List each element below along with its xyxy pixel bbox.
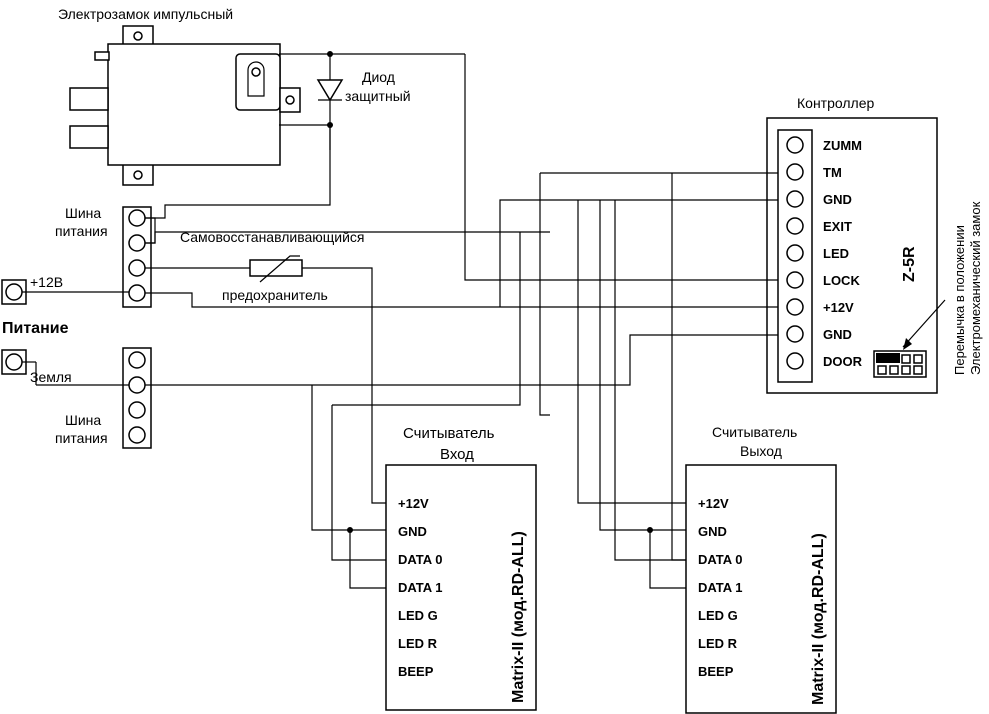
controller-pin-label: TM: [823, 165, 842, 180]
reader-out-model: Matrix-II (мод.RD-ALL): [810, 533, 827, 705]
controller-jumper: [873, 299, 946, 378]
reader-in-pin-label: BEEP: [398, 664, 434, 679]
controller-pin-label: GND: [823, 327, 852, 342]
reader-out-pins: +12V GND DATA 0 DATA 1 LED G LED R BEEP: [698, 496, 743, 679]
electro-lock: [69, 25, 301, 186]
reader-in-pin-label: DATA 0: [398, 552, 443, 567]
jumper-note-1: Перемычка в положении: [952, 225, 967, 375]
diode-label-2: защитный: [345, 88, 411, 104]
bus-bottom-label-2: питания: [55, 430, 108, 446]
resettable-fuse: [249, 255, 303, 283]
ground-label: Земля: [30, 369, 72, 385]
terminal-ground: [1, 349, 27, 375]
controller-pin-label: +12V: [823, 300, 854, 315]
controller-pin-label: LED: [823, 246, 849, 261]
reader-out-title-2: Выход: [740, 443, 782, 459]
controller-pin-terminal: [786, 136, 804, 154]
controller-pin-terminal: [786, 190, 804, 208]
controller-pin-label: LOCK: [823, 273, 860, 288]
controller-pin-terminal: [786, 271, 804, 289]
power-bus-bottom: [122, 347, 152, 449]
plus12-label: +12В: [30, 274, 63, 290]
controller-pin-terminal: [786, 325, 804, 343]
lock-title: Электрозамок импульсный: [58, 6, 233, 22]
bus-top-label-1: Шина: [65, 205, 101, 221]
controller-pins: ZUMM TM GND EXIT LED LOCK +12V GND DOOR: [786, 136, 863, 370]
fuse-label-2: предохранитель: [222, 287, 328, 303]
reader-out-pin-label: GND: [698, 524, 727, 539]
controller-pin-label: ZUMM: [823, 138, 862, 153]
reader-in-pin-label: GND: [398, 524, 427, 539]
fuse-label-1: Самовосстанавливающийся: [180, 229, 365, 245]
power-bus-top: [122, 206, 152, 308]
bus-top-label-2: питания: [55, 223, 108, 239]
controller-pin-label: DOOR: [823, 354, 863, 369]
reader-in-pin-label: +12V: [398, 496, 429, 511]
bus-bottom-label-1: Шина: [65, 412, 101, 428]
controller-pin-terminal: [786, 217, 804, 235]
power-title: Питание: [2, 320, 69, 337]
controller-pin-terminal: [786, 352, 804, 370]
reader-out-pin-label: BEEP: [698, 664, 734, 679]
controller-model: Z-5R: [901, 246, 918, 282]
reader-in-title-2: Вход: [440, 446, 474, 463]
controller-title: Контроллер: [797, 95, 874, 111]
reader-out-title-1: Считыватель: [712, 424, 797, 440]
reader-out: [685, 464, 837, 714]
controller-pin-label: GND: [823, 192, 852, 207]
reader-out-pin-label: LED G: [698, 608, 738, 623]
controller-pin-terminal: [786, 298, 804, 316]
controller-pin-terminal: [786, 244, 804, 262]
reader-out-pin-label: DATA 0: [698, 552, 743, 567]
controller-pin-terminal: [786, 163, 804, 181]
diode-label-1: Диод: [362, 69, 395, 85]
reader-in-pin-label: LED R: [398, 636, 438, 651]
wires: [22, 54, 778, 589]
controller-pin-label: EXIT: [823, 219, 852, 234]
reader-in-title-1: Считыватель: [403, 425, 495, 442]
jumper-note-2: Электромеханический замок: [968, 201, 983, 375]
reader-out-pin-label: +12V: [698, 496, 729, 511]
reader-out-pin-label: DATA 1: [698, 580, 743, 595]
reader-in-model: Matrix-II (мод.RD-ALL): [510, 531, 527, 703]
reader-in: [385, 464, 537, 711]
reader-in-pins: +12V GND DATA 0 DATA 1 LED G LED R BEEP: [398, 496, 443, 679]
reader-in-pin-label: DATA 1: [398, 580, 443, 595]
reader-out-pin-label: LED R: [698, 636, 738, 651]
reader-in-pin-label: LED G: [398, 608, 438, 623]
